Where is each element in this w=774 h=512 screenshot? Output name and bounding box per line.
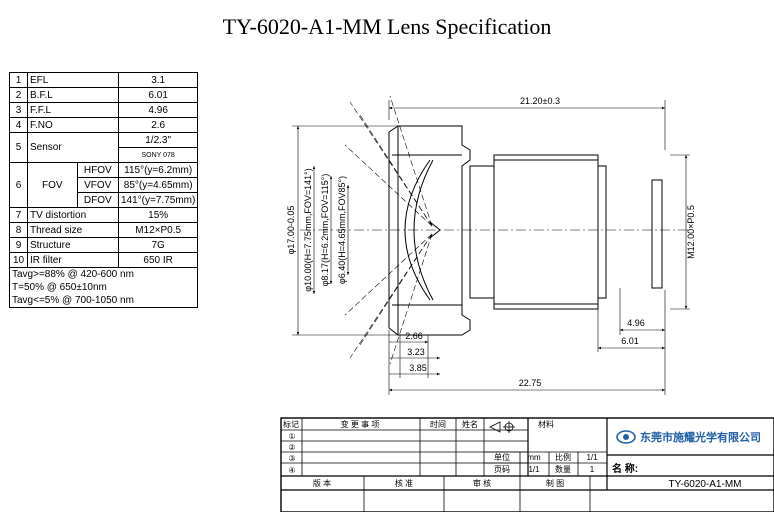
tb-page-value: 1/1 bbox=[528, 465, 540, 474]
tb-footer-review: 审 核 bbox=[473, 478, 491, 488]
dim-thread: M12.00×P0.5 bbox=[686, 205, 696, 259]
lens-thread-step bbox=[493, 154, 599, 310]
extension-lines bbox=[292, 100, 690, 395]
ir-filter bbox=[651, 179, 663, 289]
title-block bbox=[280, 417, 774, 512]
tb-col-change: 变 更 事 项 bbox=[341, 419, 380, 429]
dim-385: 3.85 bbox=[409, 363, 427, 373]
tb-unit-label: 单位 bbox=[494, 452, 510, 462]
tb-col-mark: 标记 bbox=[283, 419, 299, 429]
tb-scale-value: 1/1 bbox=[586, 453, 598, 462]
lens-thread-rim bbox=[597, 165, 607, 299]
tb-rev-3: ③ bbox=[288, 454, 295, 463]
lens-body bbox=[388, 125, 663, 336]
tb-col-sign: 姓名 bbox=[462, 419, 478, 429]
lens-front-cap bbox=[388, 125, 399, 336]
dim-bfl: 6.01 bbox=[621, 336, 639, 346]
lens-element-curve bbox=[404, 159, 431, 301]
tb-footer-check: 核 准 bbox=[395, 478, 413, 488]
tb-col-time: 时间 bbox=[430, 419, 446, 429]
tb-unit-value: mm bbox=[527, 453, 541, 462]
tb-page-label: 页码 bbox=[494, 465, 510, 474]
tb-rev-4: ④ bbox=[288, 466, 295, 475]
tb-rev-1: ① bbox=[288, 432, 295, 441]
lens-thread-body bbox=[493, 159, 599, 305]
lens-front-barrel bbox=[397, 125, 471, 336]
projection-symbol bbox=[489, 421, 515, 433]
drawing-title: TY-6020-A1-MM Lens Specification bbox=[222, 14, 552, 39]
dim-266: 2.66 bbox=[405, 331, 423, 341]
dim-diameter-817: φ8.17(H=6.2mm,FOV=115°) bbox=[320, 174, 330, 287]
dim-diameter-640: φ6.40(H=4.65mm,FOV85°) bbox=[337, 176, 347, 284]
tb-material: 材料 bbox=[538, 419, 554, 429]
fov-rays bbox=[344, 95, 433, 365]
spec-label: FOV bbox=[27, 162, 78, 208]
lens-mid-section bbox=[469, 165, 495, 299]
tb-rev-2: ② bbox=[288, 443, 295, 452]
tb-qty-label: 数量 bbox=[555, 464, 571, 474]
note-line: T=50% @ 650±10nm bbox=[12, 282, 107, 293]
dim-323: 3.23 bbox=[407, 347, 425, 357]
dim-diameter-10: φ10.00(H=7.75mm,FOV=141°) bbox=[303, 168, 313, 292]
note-line: Tavg>=88% @ 420-600 nm bbox=[12, 269, 134, 280]
tb-name-label: 名 称: bbox=[612, 462, 638, 475]
dim-overall-top: 21.20±0.3 bbox=[520, 96, 560, 106]
tb-footer-edition: 版 本 bbox=[313, 478, 331, 488]
spec-row-fov: 6 FOV HFOV 115°(y=6.2mm) bbox=[9, 162, 199, 208]
company-name: 东莞市施耀光学有限公司 bbox=[640, 430, 761, 444]
note-line: Tavg<=5% @ 700-1050 nm bbox=[12, 295, 134, 306]
transmission-notes: Tavg>=88% @ 420-600 nm T=50% @ 650±10nm … bbox=[8, 267, 199, 308]
dimension-lines bbox=[296, 106, 688, 392]
company-logo-icon bbox=[616, 430, 636, 444]
tb-footer-draw: 制 图 bbox=[546, 478, 564, 488]
dim-outer-diameter: φ17.00-0.05 bbox=[286, 206, 296, 255]
dim-ffl: 4.96 bbox=[627, 318, 645, 328]
tb-name-value: TY-6020-A1-MM bbox=[669, 479, 742, 490]
dim-total-length: 22.75 bbox=[519, 378, 542, 388]
tb-scale-label: 比例 bbox=[555, 452, 571, 462]
tb-qty-value: 1 bbox=[590, 465, 595, 474]
